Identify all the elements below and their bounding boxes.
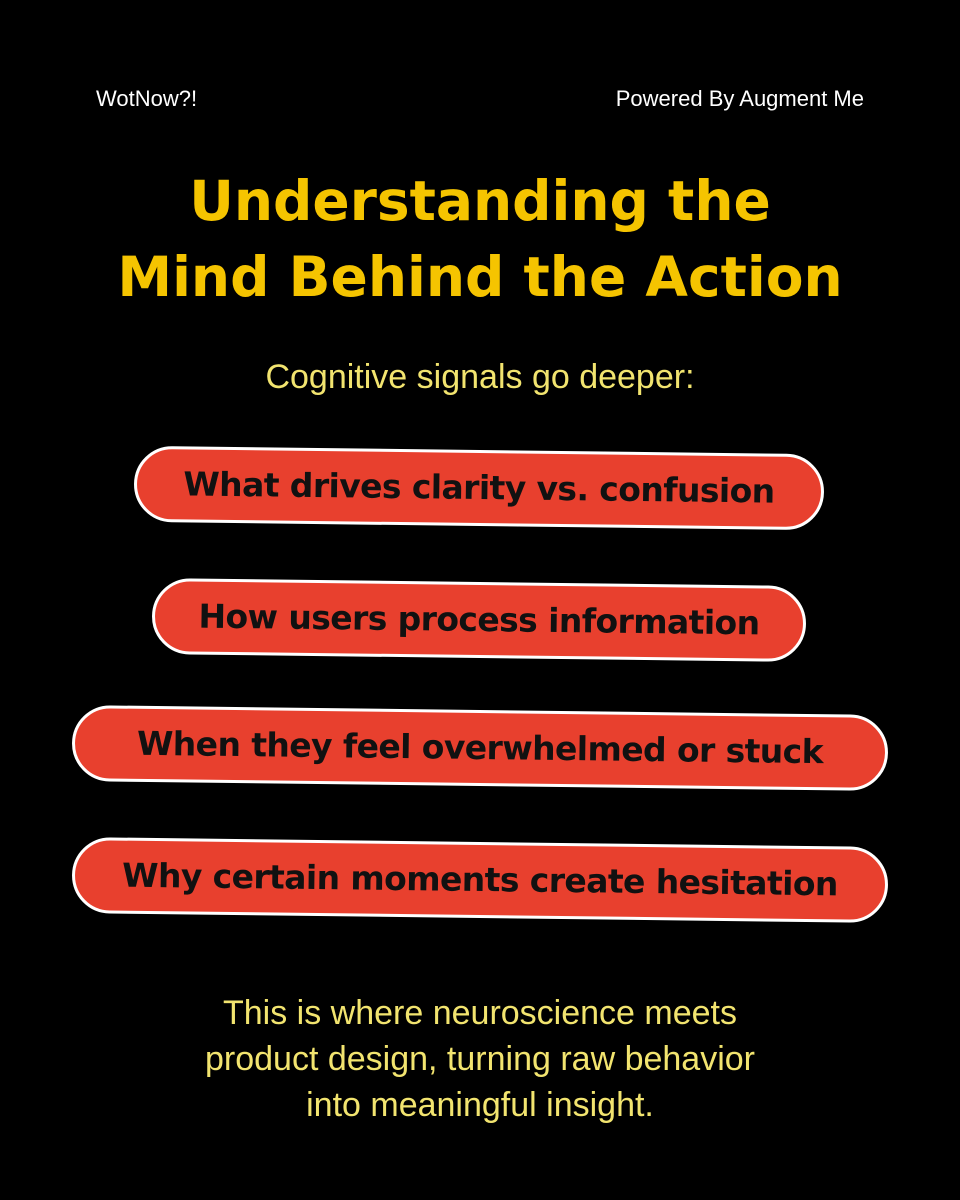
closing-statement-line: into meaningful insight. [306,1086,654,1124]
subtitle: Cognitive signals go deeper: [265,358,695,396]
signal-pill-label: What drives clarity vs. confusion [183,464,775,511]
page-title-line: Understanding the [189,169,771,233]
powered-by-label: Powered By Augment Me [615,86,864,111]
page-title: Understanding the Mind Behind the Action [40,163,920,315]
signal-pill-hesitation: Why certain moments create hesitation [71,837,889,923]
closing-statement: This is where neuroscience meets product… [60,990,900,1128]
page-title-line: Mind Behind the Action [117,245,843,309]
closing-statement-line: This is where neuroscience meets [222,994,737,1032]
brand-name: WotNow?! [96,86,198,111]
signal-pill-label: When they feel overwhelmed or stuck [136,723,824,772]
signal-pill-label: Why certain moments create hesitation [121,855,839,904]
signal-pill-label: How users process information [198,596,760,643]
signal-pill-processing: How users process information [151,578,807,662]
signal-pill-overwhelmed: When they feel overwhelmed or stuck [71,705,889,791]
signal-pill-clarity: What drives clarity vs. confusion [133,445,825,531]
closing-statement-line: product design, turning raw behavior [205,1040,755,1078]
